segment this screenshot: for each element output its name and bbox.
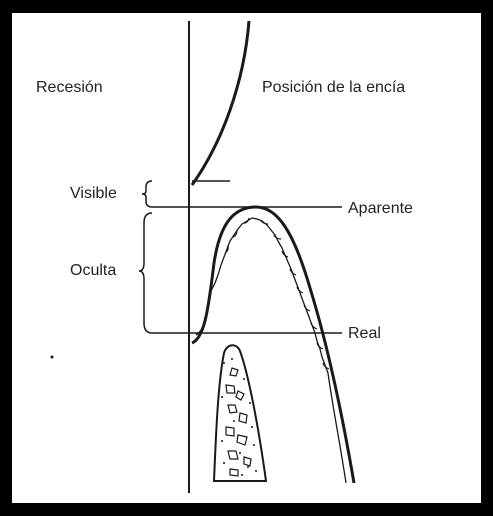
visible-label: Visible — [70, 186, 117, 202]
real-label: Real — [348, 326, 381, 342]
tooth-crown-curve — [192, 21, 249, 185]
hidden-brace — [139, 213, 152, 333]
diagram-canvas: Recesión Posición de la encía Visible Oc… — [12, 13, 481, 503]
recession-heading: Recesión — [36, 80, 103, 96]
gum-position-heading: Posición de la encía — [262, 80, 405, 96]
stray-dot — [51, 356, 54, 359]
apparent-label: Aparente — [348, 201, 413, 217]
epithelium-rete-pegs — [225, 218, 329, 369]
hidden-label: Oculta — [70, 263, 116, 279]
visible-brace — [142, 181, 152, 207]
